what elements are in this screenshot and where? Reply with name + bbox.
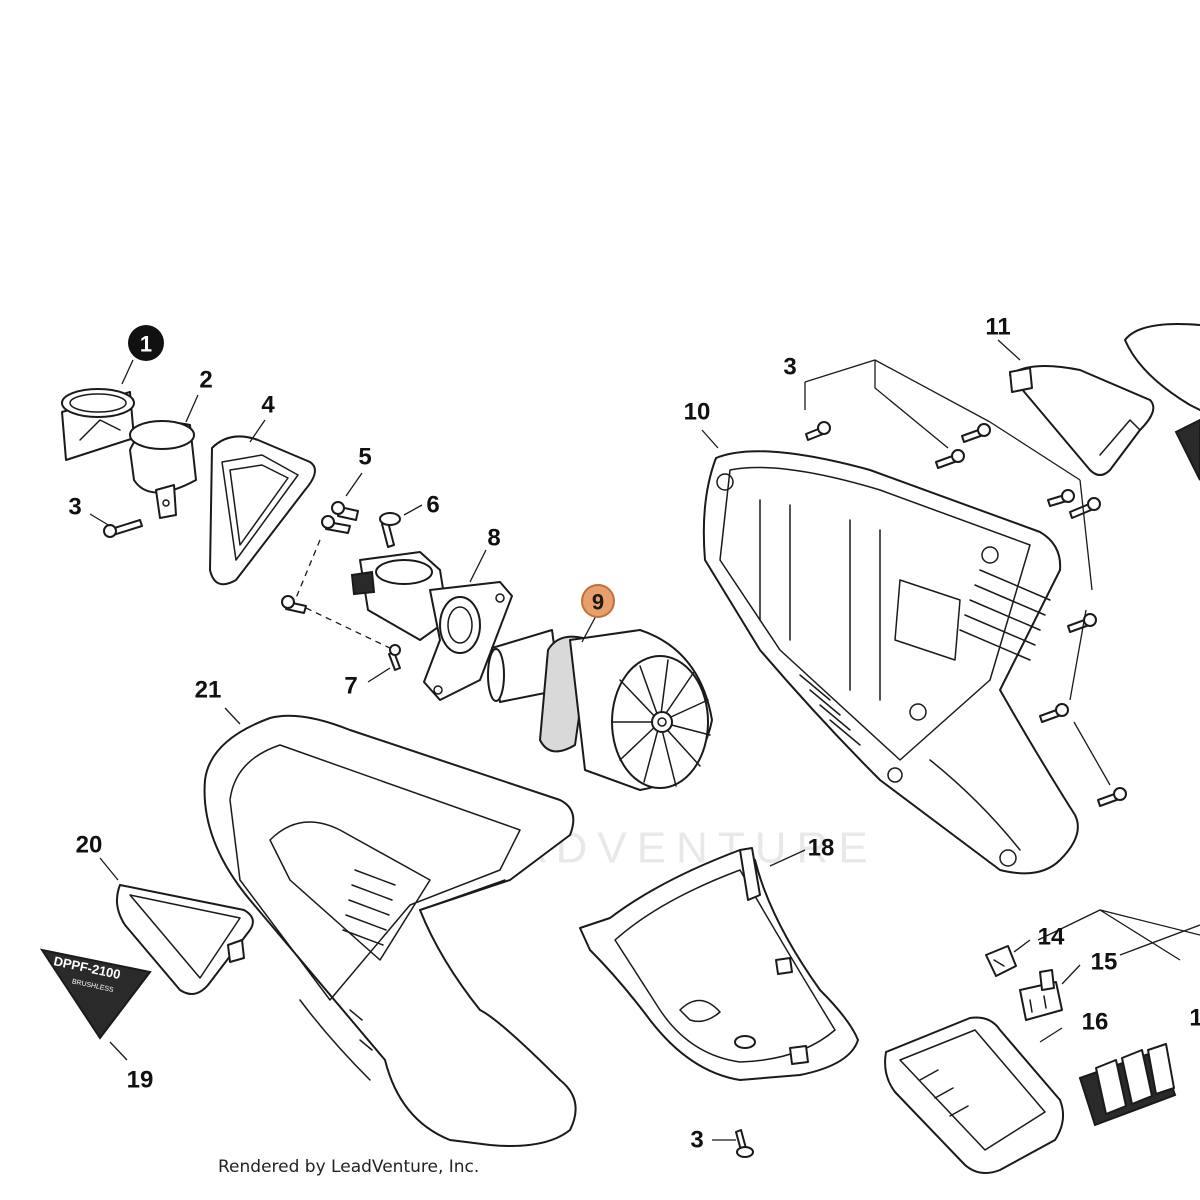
part-17-battery-terminal[interactable] [1078,1043,1177,1127]
callout-14[interactable]: 14 [1038,924,1065,951]
callout-18[interactable]: 18 [808,835,835,862]
svg-text:1: 1 [140,332,152,357]
callout-2[interactable]: 2 [199,367,212,394]
part-9-motor[interactable] [487,629,713,791]
part-4-seal[interactable] [209,435,316,586]
screw-6[interactable] [379,512,401,548]
footer-credit: Rendered by LeadVenture, Inc. [218,1157,479,1177]
callout-11[interactable]: 11 [985,314,1010,341]
callout-5[interactable]: 5 [358,444,371,471]
part-19-decal[interactable]: DPPF-2100 BRUSHLESS [39,948,152,1040]
svg-text:9: 9 [592,590,604,615]
callout-3-left[interactable]: 3 [68,494,81,521]
screws-5[interactable] [321,501,359,534]
callout-10[interactable]: 10 [684,399,711,426]
callout-8[interactable]: 8 [487,525,500,552]
callout-3-top[interactable]: 3 [783,354,796,381]
part-15-switch[interactable] [1019,969,1063,1021]
callout-15[interactable]: 15 [1091,949,1118,976]
screws-3-right[interactable] [805,421,1127,807]
part-18-bottom-cover[interactable] [579,847,859,1081]
partial-part-top-right [1124,323,1200,481]
screw-3-left[interactable] [103,519,143,538]
part-16-controller[interactable] [884,1016,1065,1175]
screw-7[interactable] [388,644,401,671]
callout-20[interactable]: 20 [76,832,103,859]
part-8-bracket[interactable] [350,551,513,701]
callout-1[interactable]: 1 [128,325,164,361]
leader-lines [89,339,1200,1141]
part-10-housing[interactable] [702,450,1079,875]
screw-3-bottom[interactable] [735,1129,754,1158]
callout-21[interactable]: 21 [195,677,222,704]
part-20-cover[interactable] [115,884,254,995]
callout-9-selected[interactable]: 9 [581,584,615,618]
part-1-sleeve[interactable] [61,388,135,461]
callout-4[interactable]: 4 [261,392,275,419]
callout-3-bottom[interactable]: 3 [690,1127,703,1154]
callout-19[interactable]: 19 [127,1067,154,1094]
callout-16[interactable]: 16 [1082,1009,1109,1036]
part-21-handle-housing[interactable] [203,714,577,1147]
part-2-clamp[interactable] [129,420,197,519]
part-14-clip[interactable] [985,945,1017,977]
screw-lower-left[interactable] [281,595,307,614]
callout-7[interactable]: 7 [344,673,357,700]
callout-17-partial[interactable]: 1 [1189,1005,1200,1032]
part-11-cover[interactable] [1009,365,1155,476]
callout-6[interactable]: 6 [426,492,439,519]
